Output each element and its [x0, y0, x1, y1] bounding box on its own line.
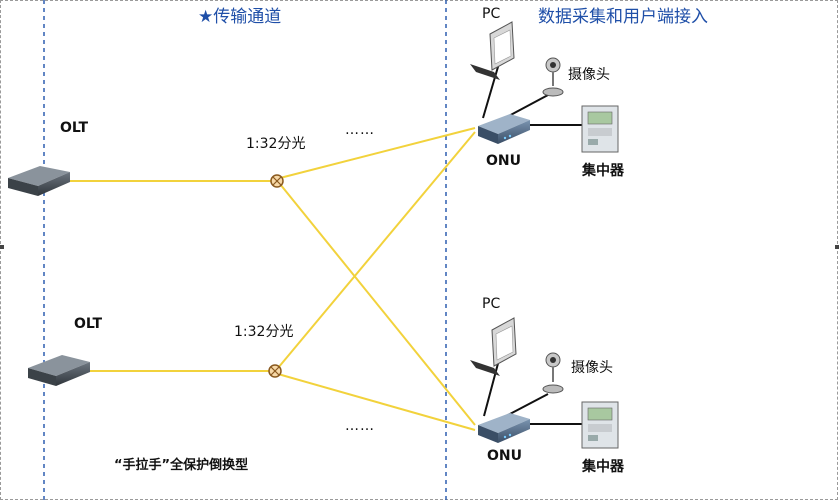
olt-top-label: OLT — [60, 120, 89, 136]
concentrator-top-label: 集中器 — [582, 163, 624, 179]
ellipsis-top: …… — [345, 122, 375, 138]
olt-bottom-label: OLT — [74, 316, 103, 332]
access-header: 数据采集和用户端接入 — [538, 7, 708, 27]
olt-bottom-device — [28, 355, 90, 386]
concentrator-bottom-device — [581, 401, 619, 449]
camera-bottom-label: 摄像头 — [571, 360, 613, 376]
onu-bottom-device — [478, 413, 530, 443]
site-top-cables — [482, 59, 582, 126]
fiber-splitter-top-to-onu-top — [279, 127, 476, 179]
concentrator-bottom-label: 集中器 — [582, 459, 624, 475]
corner-marker-right — [835, 245, 839, 249]
splitter-top-label: 1:32分光 — [246, 136, 306, 152]
camera-top-label: 摄像头 — [568, 67, 610, 83]
site-bottom-cables — [483, 355, 582, 425]
pc-top-label: PC — [482, 6, 501, 22]
onu-top-label: ONU — [486, 153, 521, 169]
onu-bottom-label: ONU — [487, 448, 522, 464]
fiber-splitter-top-to-onu-bottom — [279, 183, 476, 426]
splitter-bottom-icon — [268, 364, 282, 378]
fiber-splitter-bottom-to-onu-top — [277, 131, 476, 369]
corner-marker-left — [0, 245, 4, 249]
camera-bottom-icon — [542, 352, 564, 394]
camera-top-icon — [542, 57, 564, 97]
splitter-top-icon — [270, 174, 284, 188]
pc-top-icon — [470, 21, 515, 80]
pc-bottom-icon — [470, 317, 517, 376]
protection-caption: “手拉手”全保护倒换型 — [114, 458, 249, 473]
splitter-bottom-label: 1:32分光 — [234, 324, 294, 340]
transport-channel-header: ★传输通道 — [198, 7, 282, 27]
ellipsis-bottom: …… — [345, 418, 375, 434]
olt-top-device — [8, 166, 70, 196]
concentrator-top-device — [581, 105, 619, 153]
pc-bottom-label: PC — [482, 296, 501, 312]
fiber-splitter-bottom-to-onu-bottom — [277, 373, 476, 431]
onu-top-device — [478, 114, 530, 144]
